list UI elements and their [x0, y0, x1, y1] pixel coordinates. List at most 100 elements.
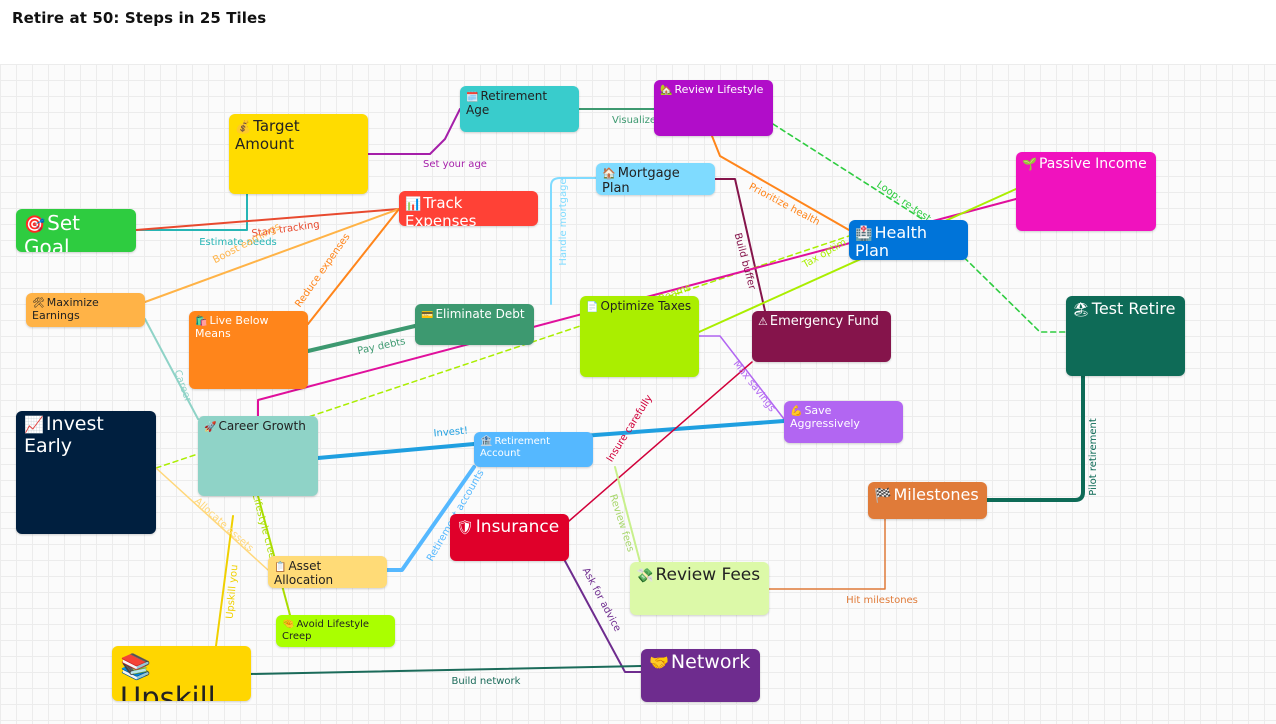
- tile-label: Maximize Earnings: [32, 296, 99, 322]
- tile-label: Passive Income: [1038, 156, 1147, 172]
- track-expenses-icon: 📊: [405, 197, 422, 212]
- tile-optimize-taxes[interactable]: 📄Optimize Taxes: [580, 296, 699, 377]
- tile-label: Live Below Means: [195, 314, 269, 340]
- tile-label: Save Aggressively: [790, 404, 860, 430]
- connector-line: [385, 465, 476, 572]
- tile-maximize-earnings[interactable]: 🛠Maximize Earnings: [26, 293, 145, 327]
- tile-label: Set Goal: [24, 211, 81, 252]
- connector-label: Pilot retirement: [1088, 418, 1099, 496]
- tile-label: Target Amount: [235, 117, 300, 153]
- tile-label: Health Plan: [855, 223, 927, 260]
- career-growth-icon: 🚀: [204, 422, 217, 433]
- tile-label: Milestones: [893, 485, 979, 504]
- connector-label: Allocate assets: [192, 496, 255, 555]
- maximize-earnings-icon: 🛠: [32, 298, 45, 309]
- connector-line: [307, 208, 400, 325]
- tile-review-fees[interactable]: 💸Review Fees: [630, 562, 769, 615]
- connector-line: [768, 518, 886, 590]
- tile-retirement-account[interactable]: 🏦Retirement Account: [474, 432, 593, 467]
- connector-line: [698, 188, 1017, 333]
- tile-label: Invest Early: [24, 413, 104, 457]
- connector-label: Invest!: [433, 426, 468, 440]
- tile-set-goal[interactable]: 🎯Set Goal: [16, 209, 136, 252]
- review-fees-icon: 💸: [636, 568, 654, 584]
- review-lifestyle-icon: 🏡: [660, 85, 673, 96]
- connector-line: [772, 123, 1067, 333]
- connector-line: [614, 466, 641, 563]
- connector-label: Hit milestones: [846, 595, 918, 606]
- tile-label: Track Expenses: [405, 194, 477, 226]
- avoid-lifestyle-creep-icon: 🤏: [282, 619, 295, 630]
- milestones-icon: 🏁: [874, 488, 892, 504]
- save-aggressively-icon: 💪: [790, 406, 803, 417]
- tile-review-lifestyle[interactable]: 🏡Review Lifestyle: [654, 80, 773, 136]
- tile-test-retire[interactable]: 🏖Test Retire: [1066, 296, 1185, 376]
- retirement-age-icon: 🗓️: [466, 92, 479, 103]
- page-title: Retire at 50: Steps in 25 Tiles: [12, 9, 267, 27]
- connector-line: [698, 335, 785, 420]
- tile-network[interactable]: 🤝Network: [641, 649, 760, 702]
- tile-upskill[interactable]: 📚Upskill: [112, 646, 251, 701]
- tile-passive-income[interactable]: 🌱Passive Income: [1016, 152, 1156, 231]
- tile-retirement-age[interactable]: 🗓️Retirement Age: [460, 86, 579, 132]
- tile-label: Network: [670, 651, 751, 673]
- tile-label: Emergency Fund: [769, 314, 879, 329]
- connector-line: [985, 374, 1085, 502]
- network-icon: 🤝: [649, 653, 669, 672]
- asset-allocation-icon: 📋: [274, 562, 287, 573]
- tile-asset-allocation[interactable]: 📋Asset Allocation: [268, 556, 387, 588]
- eliminate-debt-icon: 💳: [421, 310, 434, 321]
- tile-label: Review Lifestyle: [674, 83, 764, 96]
- connector-line: [367, 108, 461, 155]
- test-retire-icon: 🏖: [1072, 302, 1090, 318]
- connector-label: Loop: re-test: [874, 179, 932, 224]
- tile-label: Career Growth: [218, 419, 306, 433]
- tile-milestones[interactable]: 🏁Milestones: [868, 482, 987, 519]
- tile-mortgage-plan[interactable]: 🏠Mortgage Plan: [596, 163, 715, 195]
- connector-line: [135, 208, 400, 231]
- set-goal-icon: 🎯: [24, 215, 46, 235]
- health-plan-icon: 🏥: [855, 226, 873, 242]
- tile-save-aggressively[interactable]: 💪Save Aggressively: [784, 401, 903, 443]
- tile-eliminate-debt[interactable]: 💳Eliminate Debt: [415, 304, 534, 345]
- tile-career-growth[interactable]: 🚀Career Growth: [198, 416, 318, 496]
- insurance-icon: 🛡: [456, 520, 474, 536]
- tile-label: Review Fees: [655, 565, 761, 585]
- tile-label: Optimize Taxes: [600, 299, 692, 313]
- tile-target-amount[interactable]: 💰Target Amount: [229, 114, 368, 194]
- mortgage-plan-icon: 🏠: [602, 167, 616, 180]
- tile-track-expenses[interactable]: 📊Track Expenses: [399, 191, 538, 226]
- connector-line: [550, 177, 597, 305]
- tile-health-plan[interactable]: 🏥Health Plan: [849, 220, 968, 260]
- connector-label: Handle mortgage: [558, 178, 569, 265]
- tile-label: Upskill: [120, 681, 216, 701]
- tile-label: Retirement Account: [480, 436, 550, 459]
- connector-line: [215, 515, 234, 647]
- tile-insurance[interactable]: 🛡Insurance: [450, 514, 569, 561]
- tile-invest-early[interactable]: 📈Invest Early: [16, 411, 156, 534]
- connector-line: [250, 665, 642, 675]
- connector-label: Build network: [452, 676, 521, 687]
- connector-label: Max savings: [731, 359, 778, 414]
- tile-label: Eliminate Debt: [435, 307, 525, 321]
- live-below-means-icon: 🛍️: [195, 316, 208, 327]
- invest-early-icon: 📈: [24, 415, 44, 434]
- connector-line: [306, 324, 417, 353]
- connector-line: [711, 135, 850, 231]
- tile-avoid-lifestyle-creep[interactable]: 🤏Avoid Lifestyle Creep: [276, 615, 395, 647]
- connector-line: [257, 495, 291, 616]
- connector-line: [155, 467, 269, 571]
- connector-label: Review fees: [607, 493, 636, 553]
- emergency-fund-icon: ⚠: [758, 315, 768, 328]
- upskill-icon: 📚: [120, 652, 152, 681]
- tile-label: Test Retire: [1091, 299, 1176, 318]
- tile-label: Mortgage Plan: [602, 166, 680, 195]
- target-amount-icon: 💰: [235, 120, 252, 135]
- tile-emergency-fund[interactable]: ⚠Emergency Fund: [752, 311, 891, 362]
- connector-line: [257, 198, 1017, 417]
- connector-label: Reduce expenses: [293, 232, 352, 310]
- tile-label: Asset Allocation: [274, 559, 334, 587]
- tile-live-below-means[interactable]: 🛍️Live Below Means: [189, 311, 308, 389]
- connector-label: Visualize: [612, 115, 656, 126]
